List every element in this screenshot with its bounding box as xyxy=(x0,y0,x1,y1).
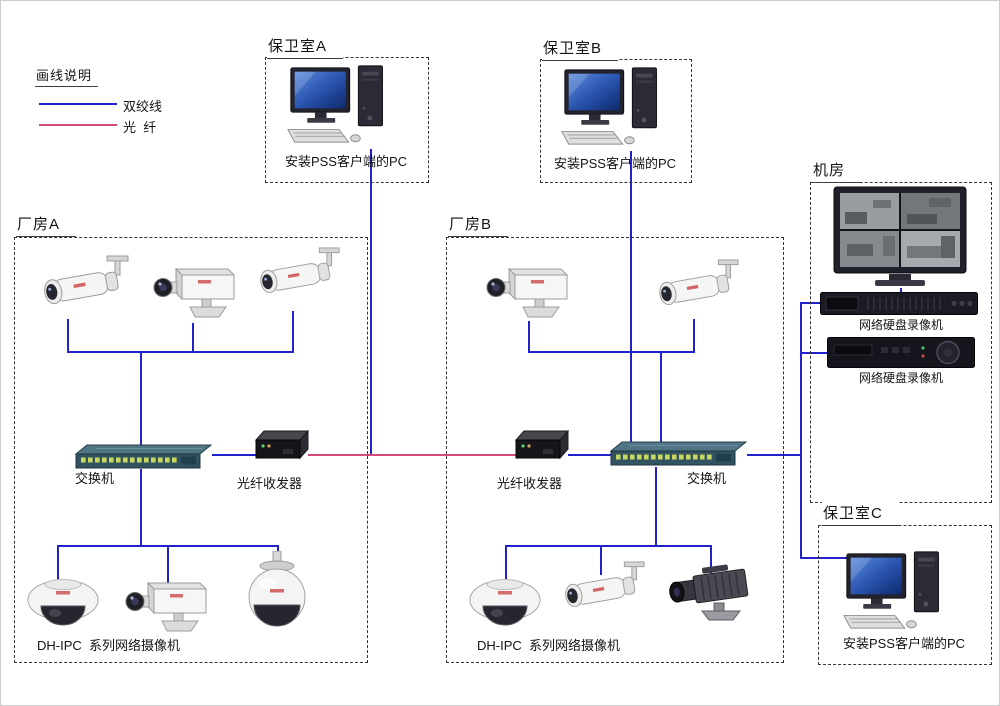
twisted-pair-cable xyxy=(67,319,69,353)
guard-room-c-title: 保卫室C xyxy=(822,502,899,526)
twisted-pair-cable xyxy=(800,303,802,559)
twisted-pair-cable xyxy=(800,352,832,354)
fiber-cable xyxy=(308,454,518,456)
nvr1-label: 网络硬盘录像机 xyxy=(858,318,943,332)
twisted-pair-cable xyxy=(655,467,657,547)
factory-a-cameras-label: DH-IPC 系列网络摄像机 xyxy=(37,638,181,653)
legend-fiber-label: 光 纤 xyxy=(123,120,157,135)
guard-c-pc-label: 安装PSS客户端的PC xyxy=(842,636,966,651)
bullet-camera-icon xyxy=(244,247,344,309)
guard-a-pc-label: 安装PSS客户端的PC xyxy=(284,154,408,169)
desktop-pc-icon xyxy=(557,65,673,147)
legend-twisted-pair-swatch xyxy=(39,103,117,105)
twisted-pair-cable xyxy=(660,351,662,443)
fiber-transceiver-icon xyxy=(255,430,309,464)
desktop-pc-icon xyxy=(839,549,955,631)
guard-room-a-title: 保卫室A xyxy=(267,35,344,59)
twisted-pair-cable xyxy=(528,351,695,353)
dome-camera-icon xyxy=(23,571,103,635)
box-camera-icon xyxy=(479,259,575,323)
guard-room-c-box xyxy=(818,525,992,665)
twisted-pair-cable xyxy=(693,319,695,353)
twisted-pair-cable xyxy=(800,557,864,559)
switch-b-label: 交换机 xyxy=(687,471,727,486)
twisted-pair-cable xyxy=(212,454,257,456)
twisted-pair-cable xyxy=(630,151,632,443)
transceiver-a-label: 光纤收发器 xyxy=(237,476,303,491)
pro-box-camera-icon xyxy=(659,561,761,625)
guard-room-a-box xyxy=(265,57,429,183)
twisted-pair-cable xyxy=(800,302,826,304)
bullet-camera-icon xyxy=(27,255,133,321)
transceiver-b-label: 光纤收发器 xyxy=(497,476,563,491)
twisted-pair-cable xyxy=(140,351,142,447)
twisted-pair-cable xyxy=(528,321,530,353)
twisted-pair-cable xyxy=(57,545,59,581)
twisted-pair-cable xyxy=(292,311,294,353)
switch-a-label: 交换机 xyxy=(75,471,115,486)
factory-b-cameras-label: DH-IPC 系列网络摄像机 xyxy=(477,638,621,653)
twisted-pair-cable xyxy=(192,323,194,353)
machine-room-title: 机房 xyxy=(812,159,862,183)
network-switch-icon xyxy=(75,444,212,470)
twisted-pair-cable xyxy=(505,545,507,581)
box-camera-icon xyxy=(146,259,242,323)
box-camera-icon xyxy=(117,573,215,637)
machine-room-box xyxy=(810,182,992,503)
dome-camera-icon xyxy=(465,571,545,635)
legend-twisted-pair-label: 双绞线 xyxy=(123,99,163,114)
twisted-pair-cable xyxy=(568,454,612,456)
factory-a-title: 厂房A xyxy=(16,213,77,237)
legend-title: 画线说明 xyxy=(35,65,99,87)
guard-room-b-title: 保卫室B xyxy=(542,37,619,61)
twisted-pair-cable xyxy=(67,351,294,353)
nvr-icon xyxy=(827,337,975,368)
twisted-pair-cable xyxy=(600,545,602,575)
legend-fiber-swatch xyxy=(39,124,117,126)
twisted-pair-cable xyxy=(370,149,372,455)
desktop-pc-icon xyxy=(283,63,399,145)
network-switch-icon xyxy=(610,441,747,467)
nvr-icon xyxy=(820,292,978,315)
surveillance-quad-monitor-icon xyxy=(833,186,967,288)
twisted-pair-cable xyxy=(140,469,142,547)
fiber-transceiver-icon xyxy=(515,430,569,464)
factory-b-box xyxy=(446,237,784,663)
guard-b-pc-label: 安装PSS客户端的PC xyxy=(553,156,677,171)
twisted-pair-cable xyxy=(747,454,801,456)
ptz-dome-camera-icon xyxy=(241,551,313,641)
twisted-pair-cable xyxy=(167,545,169,585)
factory-a-box xyxy=(14,237,368,663)
nvr2-label: 网络硬盘录像机 xyxy=(858,371,943,385)
bullet-camera-icon xyxy=(549,561,649,623)
factory-b-title: 厂房B xyxy=(448,213,509,237)
bullet-camera-icon xyxy=(643,259,743,321)
twisted-pair-cable xyxy=(710,545,712,575)
twisted-pair-cable xyxy=(505,545,712,547)
